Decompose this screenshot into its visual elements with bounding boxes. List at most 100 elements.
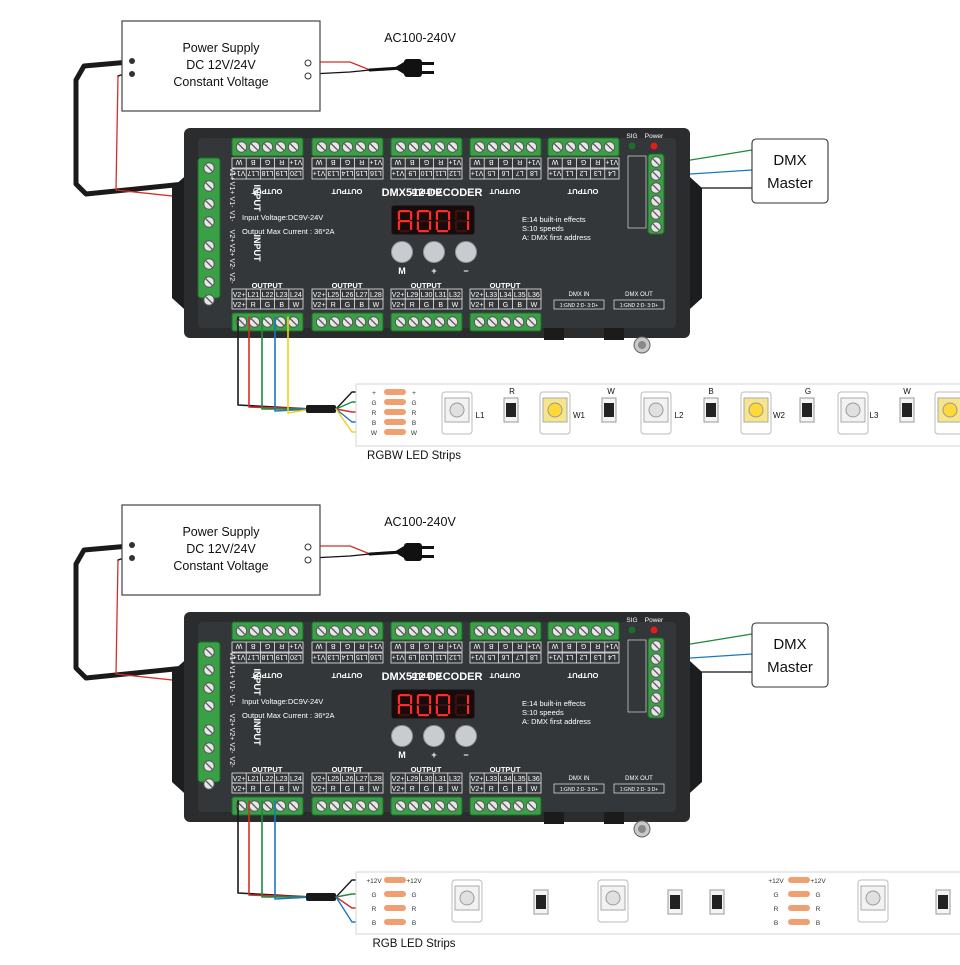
power-supply-box bbox=[121, 20, 321, 112]
seven-seg-segment bbox=[399, 714, 410, 717]
pin-label: W bbox=[373, 302, 380, 309]
psu-output-terminal bbox=[129, 542, 135, 548]
led-label: L1 bbox=[476, 411, 485, 420]
terminal-screw-slot bbox=[205, 744, 213, 752]
input-pin-label: V1+ bbox=[228, 168, 235, 181]
strip-connector bbox=[306, 405, 336, 413]
pin-label: G bbox=[581, 158, 586, 165]
strip-pin-label: G bbox=[411, 892, 416, 899]
seven-seg-segment bbox=[429, 695, 432, 704]
terminal-screw-slot bbox=[343, 318, 352, 326]
terminal-screw-slot bbox=[343, 627, 352, 635]
pin-label: R bbox=[251, 786, 256, 793]
terminal-screw-slot bbox=[263, 318, 272, 326]
pin-label: V1+ bbox=[370, 158, 383, 165]
terminal-screw-slot bbox=[501, 627, 510, 635]
strip-pin-label: +12V bbox=[768, 878, 784, 885]
seven-seg-segment bbox=[467, 695, 470, 704]
pin-label: L31 bbox=[435, 292, 447, 299]
pin-label: G bbox=[503, 642, 508, 649]
strip-caption: RGB LED Strips bbox=[372, 938, 455, 950]
pin-label: L29 bbox=[406, 292, 418, 299]
strip-caption: RGBW LED Strips bbox=[367, 450, 461, 462]
terminal-screw-slot bbox=[263, 143, 272, 151]
pin-label: L31 bbox=[435, 776, 447, 783]
pin-label: L16 bbox=[370, 653, 382, 660]
strip-pin-label: R bbox=[816, 906, 821, 913]
terminal-screw-slot bbox=[263, 627, 272, 635]
terminal-screw-slot bbox=[250, 627, 259, 635]
xlr-connector-2 bbox=[604, 812, 624, 824]
sig-led bbox=[628, 142, 636, 150]
pin-label: G bbox=[424, 642, 429, 649]
pin-label: R bbox=[359, 642, 364, 649]
terminal-screw-slot bbox=[205, 164, 213, 172]
pin-label: R bbox=[489, 786, 494, 793]
input-pin-label: V1- bbox=[228, 211, 235, 223]
pin-label: V1+ bbox=[290, 642, 303, 649]
pin-label: R bbox=[279, 642, 284, 649]
terminal-screw-slot bbox=[501, 802, 510, 810]
pin-label: L26 bbox=[342, 776, 354, 783]
pin-label: B bbox=[489, 158, 494, 165]
pin-table bbox=[547, 168, 620, 180]
pin-label: L11 bbox=[435, 169, 446, 176]
pin-label: L13 bbox=[327, 653, 339, 660]
seven-seg-segment bbox=[418, 220, 429, 223]
terminal-screw-slot bbox=[514, 143, 523, 151]
terminal-screw-slot bbox=[205, 648, 213, 656]
pin-table bbox=[231, 641, 304, 653]
decoder-title: DMX512 DECODER bbox=[382, 671, 483, 683]
pin-table bbox=[469, 168, 542, 180]
terminal-screw-slot bbox=[289, 143, 298, 151]
terminal-screw-slot bbox=[289, 627, 298, 635]
pin-label: W bbox=[394, 158, 401, 165]
pin-label: R bbox=[359, 158, 364, 165]
pin-label: V1+ bbox=[313, 169, 326, 176]
terminal-screw-slot bbox=[409, 802, 418, 810]
pin-label: L7 bbox=[516, 653, 524, 660]
pin-table bbox=[390, 641, 463, 653]
terminal-screw-slot bbox=[396, 627, 405, 635]
seven-seg-segment bbox=[454, 695, 457, 704]
pin-label: V1+ bbox=[290, 158, 303, 165]
pin-label: B bbox=[331, 158, 336, 165]
strip-pin-label: B bbox=[372, 920, 376, 927]
ac-plug: AC100-240V bbox=[384, 31, 456, 77]
terminal-screw-slot bbox=[276, 318, 285, 326]
terminal-screw-slot bbox=[501, 143, 510, 151]
pin-label: L7 bbox=[516, 169, 524, 176]
output-wire bbox=[274, 316, 313, 412]
terminal-screw-slot bbox=[527, 143, 536, 151]
sig-led bbox=[628, 626, 636, 634]
strip-solder-pad bbox=[788, 919, 810, 925]
strip-pin-label: G bbox=[371, 400, 376, 407]
terminal-screw-slot bbox=[488, 627, 497, 635]
plug-strain-relief bbox=[394, 62, 404, 74]
terminal-screw-slot bbox=[205, 218, 213, 226]
pin-label: W bbox=[473, 642, 480, 649]
button-btn_minus bbox=[455, 725, 477, 747]
terminal-screw-slot bbox=[475, 318, 484, 326]
strip-pin-label: R bbox=[412, 906, 417, 913]
pin-label: V2+ bbox=[313, 786, 326, 793]
pin-label: L12 bbox=[449, 653, 461, 660]
pin-label: R bbox=[595, 642, 600, 649]
terminal-screw-slot bbox=[396, 802, 405, 810]
ac-label: AC100-240V bbox=[384, 515, 456, 529]
pin-label: L10 bbox=[421, 653, 433, 660]
pin-label: G bbox=[424, 302, 429, 309]
pin-label: V1+ bbox=[370, 642, 383, 649]
output-label-bottom: OUTPUT bbox=[411, 281, 442, 290]
terminal-screw-slot bbox=[205, 702, 213, 710]
seven-seg-segment bbox=[418, 210, 429, 213]
terminal-screw-slot bbox=[330, 802, 339, 810]
resistor-label: B bbox=[708, 387, 713, 396]
pin-label: L23 bbox=[276, 776, 288, 783]
seven-seg-segment bbox=[418, 230, 429, 233]
pin-label: G bbox=[503, 158, 508, 165]
strip-solder-pad bbox=[384, 877, 406, 883]
led-chip-die bbox=[942, 402, 958, 418]
resistor-label: W bbox=[607, 387, 615, 396]
